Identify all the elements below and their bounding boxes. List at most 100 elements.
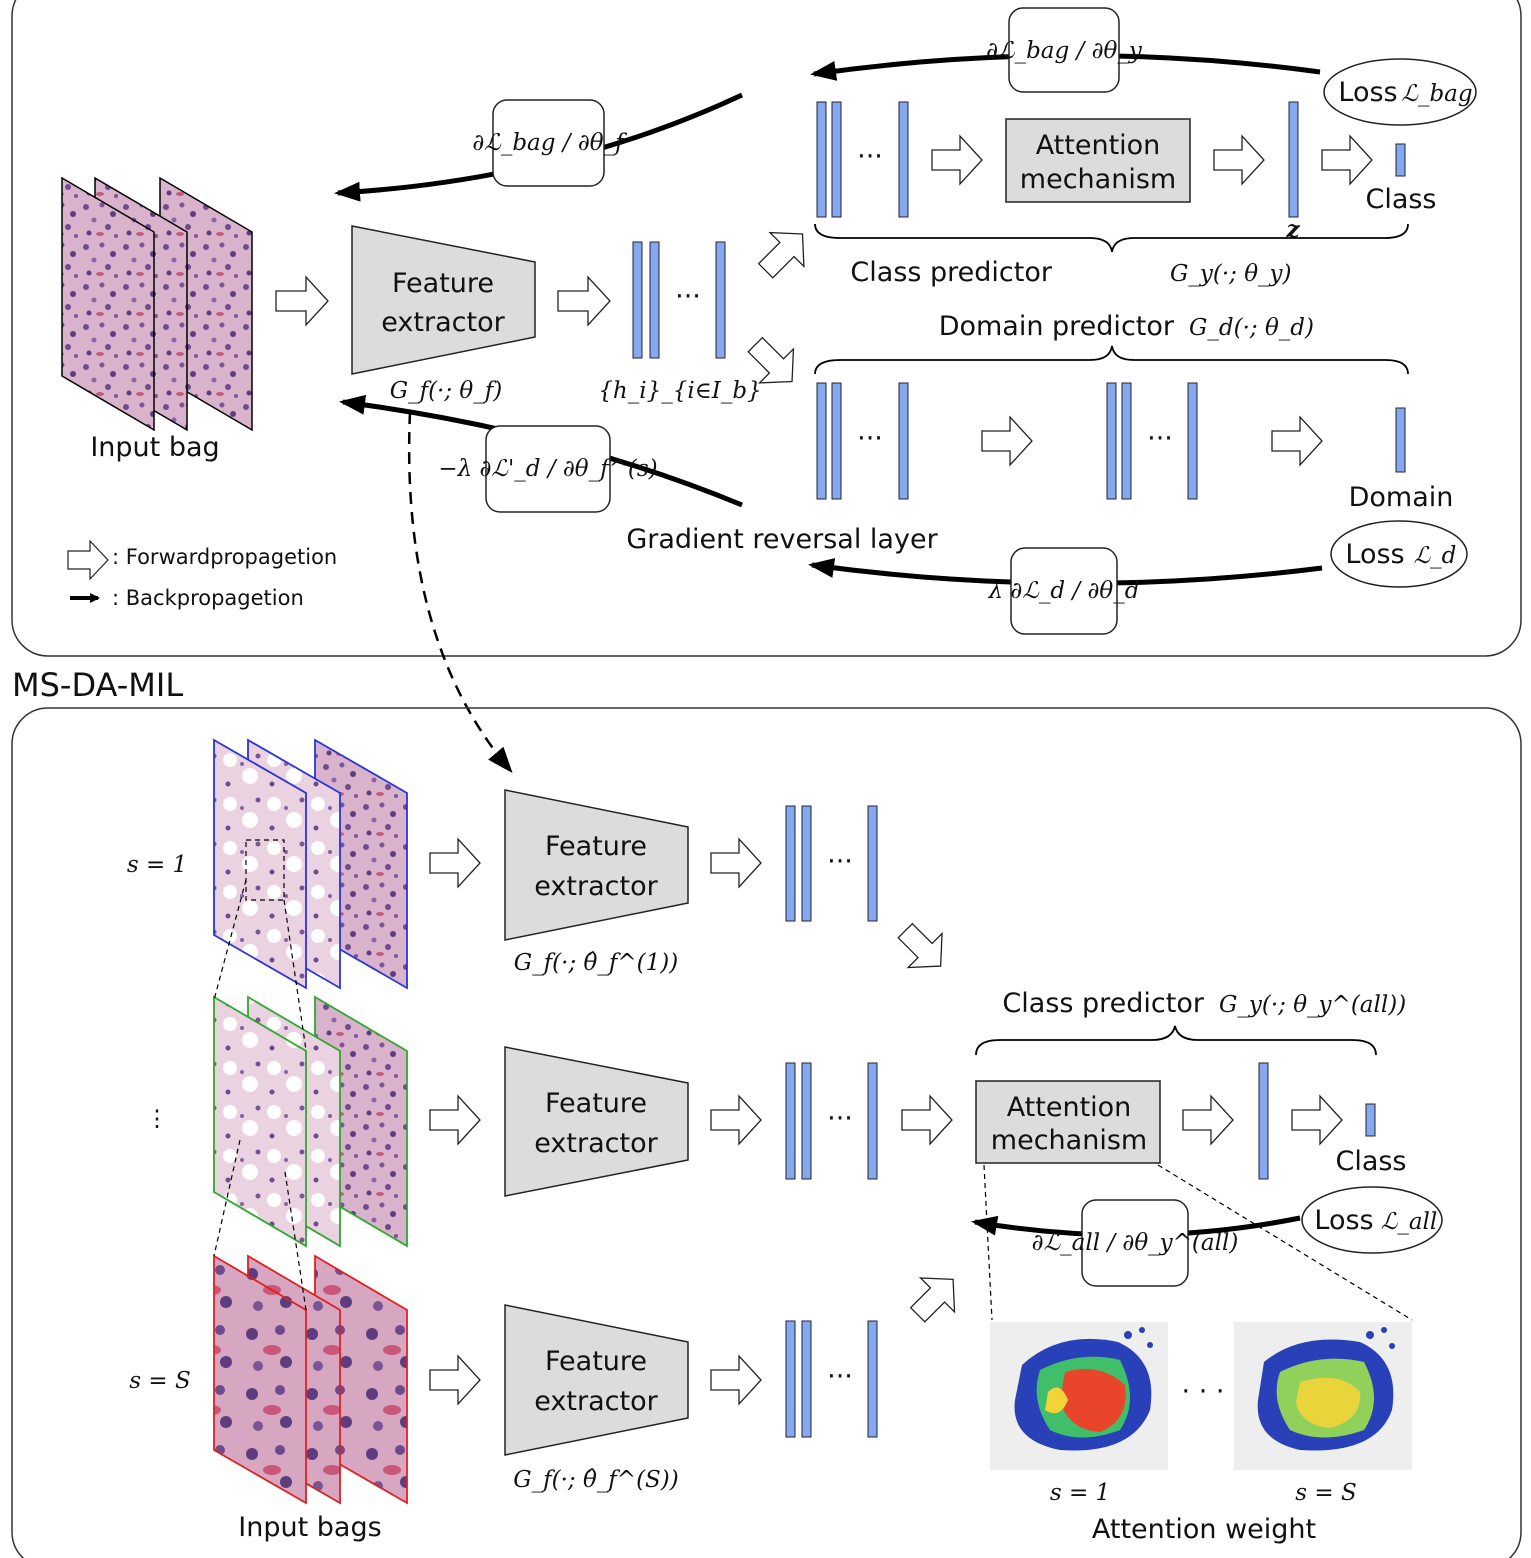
class-output-bottom (1365, 1103, 1376, 1137)
svg-text:G_y(·; θ_y^(all)): G_y(·; θ_y^(all)) (1219, 992, 1406, 1018)
class-output-label-bottom: Class (1335, 1146, 1406, 1177)
class-predictor-label-top: Class predictor G_y(·; θ_y) (850, 257, 1291, 288)
svg-text:extractor: extractor (534, 871, 658, 902)
ms-da-mil-title: MS-DA-MIL (12, 666, 183, 704)
bag-feature-z (1288, 101, 1299, 218)
features-symbol: {h_i}_{i∈I_b} (598, 378, 761, 404)
instance-features (632, 241, 726, 359)
forward-arrow-icon (1182, 1094, 1234, 1146)
input-bag-scale-1 (213, 738, 408, 990)
forward-arrow-icon (1291, 1094, 1343, 1146)
attention-weight-label: Attention weight (1092, 1514, 1316, 1545)
class-predictor-label-bottom: Class predictor G_y(·; θ_y^(all)) (1002, 988, 1406, 1019)
svg-text:Feature: Feature (545, 831, 647, 862)
grad-bag-theta-f-box: ∂ℒ_bag / ∂θ_f (472, 99, 627, 187)
svg-text:∂ℒ_all / ∂θ_y^(all): ∂ℒ_all / ∂θ_y^(all) (1032, 1230, 1239, 1256)
attention-heatmap-scale-1 (990, 1322, 1168, 1470)
domain-output (1395, 407, 1406, 473)
svg-text:Attention: Attention (1036, 130, 1161, 161)
class-output-top (1395, 143, 1406, 177)
svg-text:: Backpropagetion: : Backpropagetion (112, 586, 304, 610)
svg-text:Class predictor: Class predictor (1002, 988, 1204, 1019)
scale-label-1: s = 1 (127, 852, 187, 878)
forward-arrow-down-icon (747, 336, 795, 384)
svg-text:∂ℒ_bag / ∂θ_f: ∂ℒ_bag / ∂θ_f (472, 130, 627, 156)
features-scale-1 (785, 805, 878, 922)
forward-arrow-icon (710, 837, 762, 889)
feature-extractor-scale-s: Feature extractor (504, 1304, 689, 1456)
loss-domain-node: Loss ℒ_d (1330, 520, 1468, 588)
forward-arrow-icon (931, 134, 983, 186)
features-ellipsis-1: ··· (827, 846, 853, 877)
features-ellipsis-s: ··· (827, 1361, 853, 1392)
svg-text:Feature: Feature (545, 1346, 647, 1377)
forward-arrow-icon (901, 1094, 953, 1146)
svg-text:−λ ∂ℒ'_d / ∂θ_f^(s): −λ ∂ℒ'_d / ∂θ_f^(s) (438, 456, 657, 482)
grad-domain-box: λ ∂ℒ_d / ∂θ_d (988, 547, 1139, 635)
feature-extractor-top: Feature extractor (351, 225, 536, 375)
feature-extractor-symbol-1: G_f(·; θ̂_f^(1)) (514, 950, 678, 976)
domain-ellipsis-1: ··· (857, 423, 883, 454)
scale-label-mid: ⋮ (146, 1106, 169, 1132)
svg-text:Feature: Feature (392, 268, 494, 299)
bottom-panel-frame (11, 707, 1522, 1558)
forward-arrow-icon (710, 1094, 762, 1146)
attention-map-dots: · · · (1182, 1376, 1225, 1407)
svg-text:Loss: Loss (1338, 77, 1397, 108)
feature-extractor-scale-1: Feature extractor (504, 789, 689, 941)
class-top-ellipsis: ··· (857, 141, 883, 172)
domain-predictor-label: Domain predictor G_d(·; θ_d) (939, 311, 1314, 342)
grad-bag-theta-y-box: ∂ℒ_bag / ∂θ_y (986, 7, 1143, 93)
svg-text:G_d(·; θ_d): G_d(·; θ_d) (1189, 315, 1314, 341)
gradient-reversal-label: Gradient reversal layer (626, 524, 938, 555)
features-scale-s (785, 1320, 878, 1438)
svg-text:mechanism: mechanism (991, 1125, 1147, 1156)
svg-text:extractor: extractor (534, 1386, 658, 1417)
feature-extractor-symbol: G_f(·; θ_f) (390, 378, 503, 404)
loss-all-node: Loss ℒ_all (1301, 1186, 1443, 1254)
grad-all-box: ∂ℒ_all / ∂θ_y^(all) (1032, 1199, 1239, 1287)
attention-scale-1-label: s = 1 (1050, 1480, 1110, 1506)
svg-text:Loss: Loss (1314, 1205, 1373, 1236)
features-ellipsis: ··· (675, 281, 701, 312)
zoom-dashed-lines (213, 839, 307, 1311)
attention-heatmap-scale-s (1234, 1322, 1412, 1470)
forward-arrow-down-icon (897, 922, 943, 969)
domain-output-label: Domain (1349, 482, 1454, 513)
dashed-link-arrow (407, 411, 513, 774)
forward-arrow-icon (429, 837, 481, 889)
svg-text:∂ℒ_bag / ∂θ_y: ∂ℒ_bag / ∂θ_y (986, 38, 1143, 64)
svg-text:: Forwardpropagetion: : Forwardpropagetion (112, 545, 337, 569)
class-predictor-top-features (816, 101, 909, 218)
forward-arrow-up-icon (909, 1277, 956, 1323)
feature-extractor-symbol-s: G_f(·; θ̂_f^(S)) (513, 1467, 679, 1493)
loss-bag-node: Loss ℒ_bag (1323, 58, 1477, 126)
svg-text:Loss: Loss (1345, 539, 1404, 570)
svg-text:ℒ_d: ℒ_d (1414, 543, 1457, 569)
forward-arrow-icon (1271, 415, 1323, 467)
input-bag-stack (61, 176, 253, 432)
attention-mechanism-bottom: Attention mechanism (975, 1080, 1161, 1164)
input-bag-scale-mid (213, 995, 408, 1248)
class-predictor-brace (814, 223, 1409, 253)
input-bag-scale-s (213, 1254, 408, 1505)
attention-map-callout-lines (983, 1164, 1413, 1321)
forward-arrow-icon (557, 275, 611, 327)
forward-arrow-up-icon (757, 231, 805, 279)
svg-text:extractor: extractor (381, 307, 505, 338)
input-bags-label: Input bags (238, 1512, 381, 1543)
attention-mechanism-top: Attention mechanism (1005, 118, 1191, 203)
svg-text:G_y(·; θ_y): G_y(·; θ_y) (1170, 261, 1292, 287)
legend-backward: : Backpropagetion (70, 586, 304, 610)
input-bag-label: Input bag (90, 432, 219, 463)
domain-predictor-brace (814, 345, 1409, 375)
z-symbol: z (1285, 216, 1300, 243)
feature-extractor-scale-mid: Feature extractor (504, 1046, 689, 1197)
forward-arrow-icon (429, 1354, 481, 1406)
class-output-label-top: Class (1365, 184, 1436, 215)
domain-predictor-features-2 (1106, 382, 1198, 500)
top-panel-frame (11, 0, 1522, 657)
features-scale-mid (785, 1062, 878, 1180)
grad-reversed-box: −λ ∂ℒ'_d / ∂θ_f^(s) (438, 425, 658, 513)
